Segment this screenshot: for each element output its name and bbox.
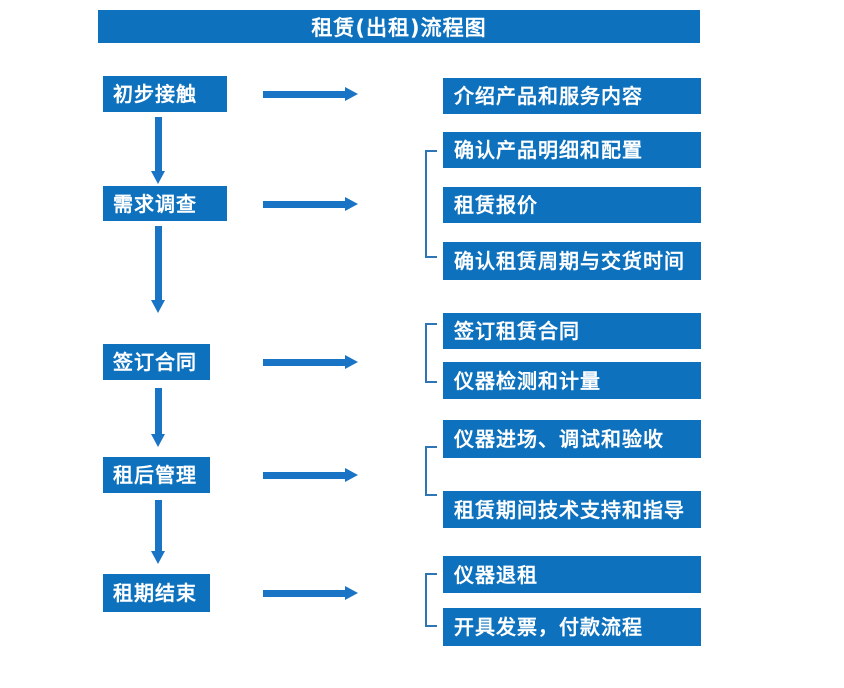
flow-arrow-down-3	[151, 388, 166, 447]
arrow-head-icon	[345, 355, 358, 369]
flow-arrow-right-5	[263, 586, 358, 601]
arrow-shaft	[263, 590, 347, 597]
stage-box-post-rental-management: 租后管理	[103, 457, 210, 493]
flow-arrow-down-4	[151, 500, 166, 564]
flow-arrow-right-2	[263, 197, 358, 212]
arrow-head-icon	[345, 87, 358, 101]
stage-box-initial-contact: 初步接触	[103, 76, 227, 112]
detail-box-confirm-product-config: 确认产品明细和配置	[443, 132, 701, 168]
group-bracket-post-rental	[425, 446, 437, 496]
detail-box-confirm-period-delivery: 确认租赁周期与交货时间	[443, 242, 701, 280]
detail-box-introduce-products: 介绍产品和服务内容	[443, 78, 701, 114]
flow-arrow-right-4	[263, 468, 358, 483]
arrow-head-icon	[151, 171, 165, 184]
flow-arrow-down-2	[151, 226, 166, 313]
arrow-head-icon	[345, 197, 358, 211]
group-bracket-demand-survey	[425, 150, 437, 258]
arrow-shaft	[155, 388, 162, 436]
stage-box-demand-survey: 需求调查	[103, 186, 227, 221]
arrow-head-icon	[151, 300, 165, 313]
arrow-shaft	[263, 201, 347, 208]
detail-box-invoice-payment: 开具发票，付款流程	[443, 608, 701, 646]
title-bar: 租赁(出租)流程图	[98, 10, 700, 43]
arrow-shaft	[263, 472, 347, 479]
arrow-head-icon	[345, 468, 358, 482]
detail-box-sign-rental-contract: 签订租赁合同	[443, 313, 701, 349]
arrow-head-icon	[151, 551, 165, 564]
flow-arrow-right-3	[263, 355, 358, 370]
arrow-shaft	[263, 359, 347, 366]
group-bracket-sign-contract	[425, 323, 437, 383]
detail-box-instrument-inspection: 仪器检测和计量	[443, 362, 701, 399]
arrow-head-icon	[151, 434, 165, 447]
arrow-shaft	[155, 117, 162, 173]
arrow-head-icon	[345, 586, 358, 600]
flow-arrow-down-1	[151, 117, 166, 184]
arrow-shaft	[155, 226, 162, 302]
page-title: 租赁(出租)流程图	[311, 15, 487, 40]
arrow-shaft	[263, 91, 347, 98]
arrow-shaft	[155, 500, 162, 553]
stage-box-sign-contract: 签订合同	[103, 344, 210, 380]
detail-box-rental-quote: 租赁报价	[443, 187, 701, 223]
detail-box-instrument-return: 仪器退租	[443, 556, 701, 593]
group-bracket-rental-end	[425, 573, 437, 627]
stage-box-rental-end: 租期结束	[103, 574, 210, 612]
flow-arrow-right-1	[263, 87, 358, 102]
detail-box-technical-support: 租赁期间技术支持和指导	[443, 491, 701, 528]
detail-box-instrument-setup-acceptance: 仪器进场、调试和验收	[443, 420, 701, 458]
